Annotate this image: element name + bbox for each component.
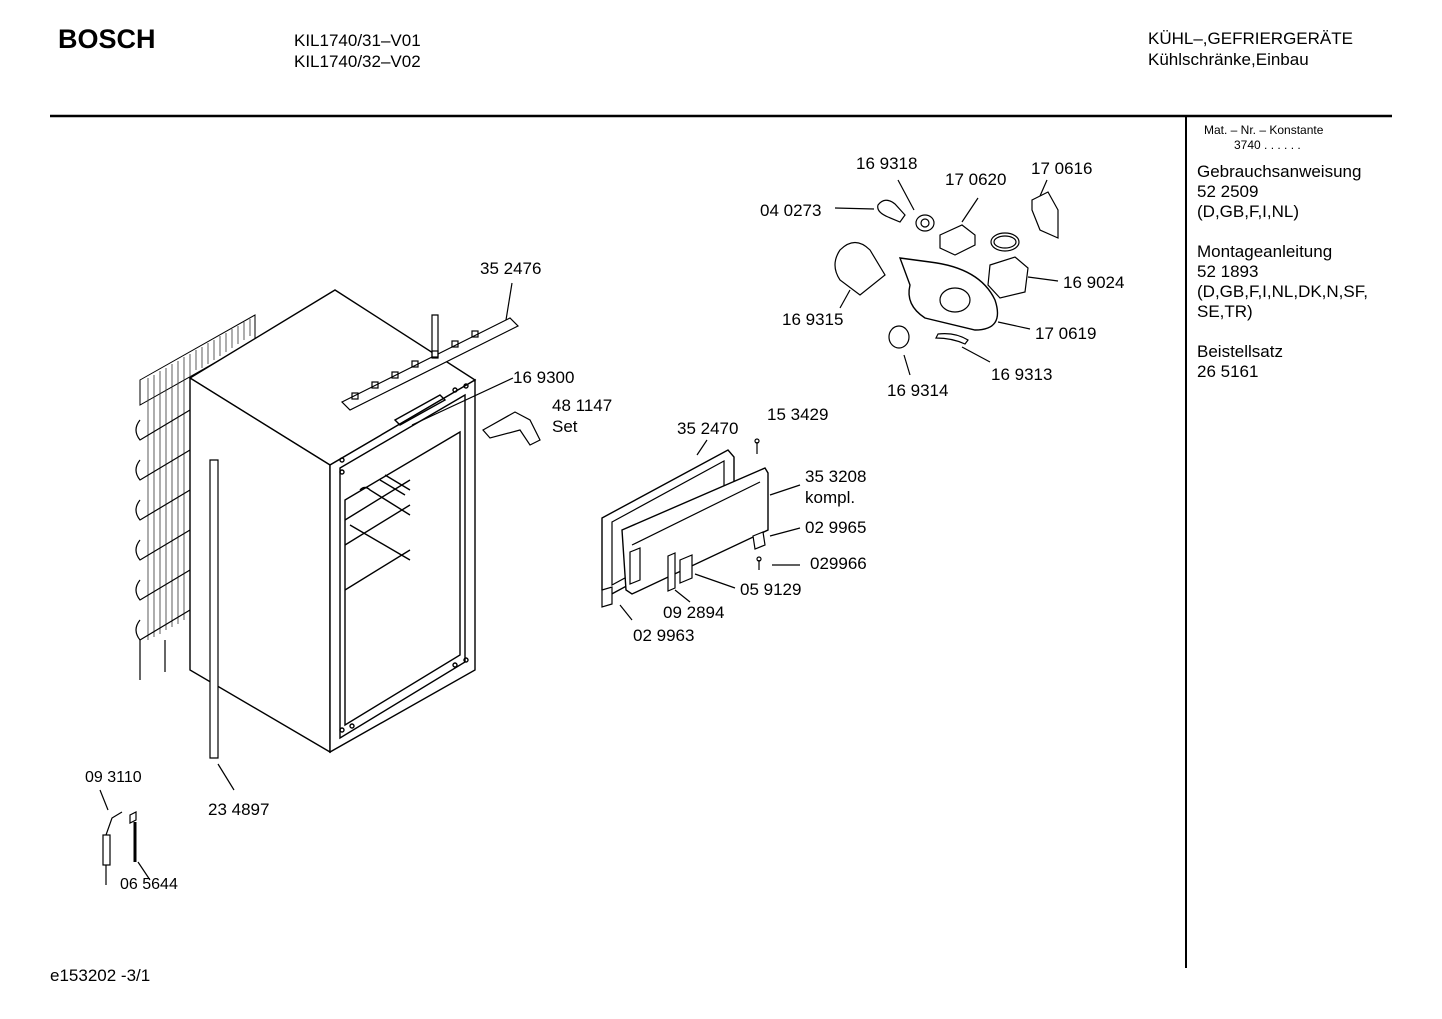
manual-title: Gebrauchsanweisung [1197, 162, 1362, 181]
label-481147: 48 1147 [552, 396, 613, 415]
manual-number: 52 2509 [1197, 182, 1259, 201]
label-169300: 16 9300 [513, 368, 575, 387]
model-line-2: KIL1740/32–V02 [294, 52, 421, 71]
label-153429: 15 3429 [767, 405, 829, 424]
model-line-1: KIL1740/31–V01 [294, 31, 421, 50]
seal-strip [209, 459, 219, 759]
top-rail [340, 314, 520, 411]
label-234897: 23 4897 [208, 800, 270, 819]
label-065644: 06 5644 [120, 876, 178, 893]
label-169315: 16 9315 [782, 310, 844, 329]
label-169314: 16 9314 [887, 381, 949, 400]
mat-nr-title: Mat. – Nr. – Konstante [1204, 123, 1324, 137]
label-353208-kompl: kompl. [805, 488, 856, 507]
label-040273: 04 0273 [760, 201, 822, 220]
kit-number: 26 5161 [1197, 362, 1259, 381]
label-352476: 35 2476 [480, 259, 542, 278]
label-029965: 02 9965 [805, 518, 867, 537]
brand-logo: BOSCH [58, 24, 156, 54]
label-170620: 17 0620 [945, 170, 1007, 189]
install-number: 52 1893 [1197, 262, 1259, 281]
label-353208: 35 3208 [805, 467, 867, 486]
kit-title: Beistellsatz [1197, 342, 1283, 361]
label-352470: 35 2470 [677, 419, 739, 438]
hinge-set [482, 411, 541, 446]
label-029966: 029966 [810, 554, 867, 573]
category-line-1: KÜHL–,GEFRIERGERÄTE [1148, 29, 1353, 48]
label-059129: 05 9129 [740, 580, 802, 599]
install-langs-2: SE,TR) [1197, 302, 1253, 321]
label-169318: 16 9318 [856, 154, 918, 173]
label-481147-set: Set [552, 417, 578, 436]
category-line-2: Kühlschränke,Einbau [1148, 50, 1309, 69]
label-093110: 09 3110 [85, 769, 142, 786]
label-169313: 16 9313 [991, 365, 1053, 384]
light-thermostat-assembly [834, 191, 1059, 349]
fridge-cabinet [188, 289, 477, 754]
leader-lines [99, 179, 1059, 881]
freezer-door [601, 438, 769, 608]
manual-langs: (D,GB,F,I,NL) [1197, 202, 1300, 221]
install-langs: (D,GB,F,I,NL,DK,N,SF, [1197, 282, 1368, 301]
label-092894: 09 2894 [663, 603, 725, 622]
label-170619: 17 0619 [1035, 324, 1097, 343]
drawing-code: e153202 -3/1 [50, 966, 151, 985]
label-170616: 17 0616 [1031, 159, 1093, 178]
install-title: Montageanleitung [1197, 242, 1333, 261]
mat-nr-value: 3740 . . . . . . [1234, 138, 1301, 152]
label-029963: 02 9963 [633, 626, 695, 645]
sensor-parts [102, 811, 137, 885]
label-169024: 16 9024 [1063, 273, 1125, 292]
